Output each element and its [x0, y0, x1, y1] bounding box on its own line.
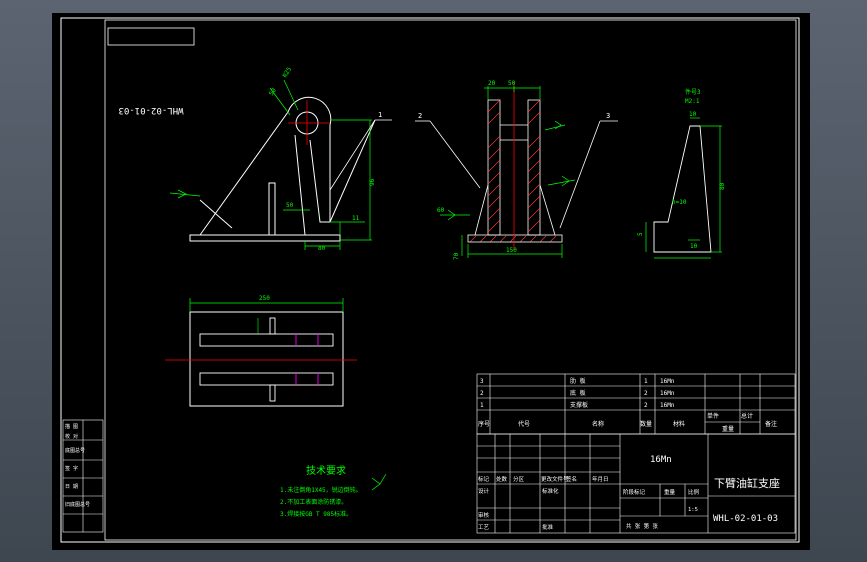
- tb-label-stage: 阶段标记: [623, 488, 646, 496]
- detail-dim-chamfer: 5: [637, 232, 644, 236]
- front-dim-offset: 50: [286, 202, 294, 209]
- detail-scale: M2:1: [685, 98, 700, 105]
- detail-view: 件号3 M2:1 10 80 10 h=10 5: [637, 88, 726, 259]
- bom-header-no: 序号: [478, 420, 490, 428]
- tb-label-process: 工艺: [478, 524, 490, 531]
- tb-label-date: 年月日: [592, 475, 609, 483]
- tb-label-design: 设计: [478, 487, 490, 495]
- bom-header-total: 总计: [741, 412, 753, 420]
- bom-row-2-no: 2: [480, 390, 484, 397]
- tb-scale: 1:5: [688, 507, 698, 513]
- tech-title: 技术要求: [306, 464, 346, 477]
- bom-header-qty: 数量: [640, 420, 652, 428]
- detail-dim-height: 80: [719, 182, 726, 190]
- front-dim-base: 80: [318, 245, 326, 252]
- tb-drawing-no: WHL-02-01-03: [713, 514, 778, 524]
- tech-line-2: 2.不加工表面涂防锈漆。: [280, 498, 347, 506]
- tb-label-review: 审核: [478, 511, 490, 519]
- bom-row-1-qty: 1: [644, 378, 648, 385]
- left-strip-label-3: 底图总号: [65, 447, 85, 454]
- front-view: [189, 96, 376, 242]
- callout-2-label: 2: [418, 112, 422, 120]
- drawing-sheet: [52, 13, 810, 550]
- callout-2: 2: [415, 112, 481, 189]
- callout-1: 1: [329, 111, 392, 191]
- technical-requirements: 技术要求 1.未注倒角1X45，锐边倒钝。 2.不加工表面涂防锈漆。 3.焊接按…: [280, 464, 387, 518]
- bom-header-remark: 备注: [765, 420, 777, 428]
- tb-label-zone: 分区: [513, 475, 525, 483]
- side-dim-weld: 60: [437, 207, 445, 214]
- left-strip: [62, 419, 104, 533]
- tb-label-approve: 批准: [542, 523, 554, 531]
- bom-row-2-qty: 2: [644, 390, 648, 397]
- left-strip-label-1: 描 图: [65, 423, 78, 430]
- plan-view: 250: [165, 295, 357, 407]
- bom-row-3-no: 1: [480, 402, 484, 409]
- bom-row-1-material: 16Mn: [660, 378, 675, 385]
- side-dim-base: 150: [506, 247, 517, 254]
- bom-header-unit: 单件: [707, 412, 719, 420]
- tb-label-standardize: 标准化: [542, 487, 559, 495]
- plan-slot-top: [199, 333, 334, 347]
- title-block: [476, 433, 796, 534]
- front-view-dimensions: [169, 79, 372, 250]
- tb-label-change: 更改文件号: [541, 475, 569, 483]
- tb-label-mark: 标记: [478, 475, 490, 483]
- detail-label: 件号3: [685, 88, 701, 96]
- detail-dim-top: 10: [689, 111, 697, 118]
- bom-header-name: 名称: [592, 420, 604, 428]
- inner-frame: [104, 19, 797, 541]
- front-dim-height: 96: [369, 178, 376, 186]
- detail-dim-weld: h=10: [672, 199, 687, 206]
- code-box: WHL-02-01-03: [107, 27, 195, 115]
- side-view: [467, 82, 563, 250]
- bom-row-1-no: 3: [480, 378, 484, 385]
- code-box-text: WHL-02-01-03: [118, 105, 183, 115]
- bom-header-weight: 重量: [722, 425, 734, 433]
- detail-dim-bottom: 10: [690, 243, 698, 250]
- outer-frame: [60, 17, 800, 543]
- side-view-dimensions: [440, 86, 576, 258]
- left-strip-label-6: 旧底图总号: [65, 501, 90, 508]
- side-dim-plate: 70: [453, 252, 460, 260]
- callout-1-label: 1: [378, 111, 382, 119]
- tb-sheets: 共 张 第 张: [626, 522, 658, 530]
- side-dim-right: 50: [508, 80, 516, 87]
- tb-label-count: 处数: [496, 475, 508, 483]
- bom-header-code: 代号: [518, 420, 530, 428]
- plan-dim-width: 250: [259, 295, 270, 302]
- tb-label-ratio: 比例: [688, 488, 700, 496]
- tech-line-3: 3.焊接按GB T 985标准。: [280, 510, 352, 518]
- bom-row-2-name: 底 板: [570, 389, 586, 397]
- plan-slot-bottom: [199, 372, 334, 386]
- tb-label-signature: 签名: [566, 475, 577, 483]
- front-dim-radius: R25: [282, 66, 294, 79]
- tb-label-weight: 重量: [664, 488, 676, 496]
- front-dim-rib: 11: [352, 215, 360, 222]
- tech-line-1: 1.未注倒角1X45，锐边倒钝。: [280, 486, 362, 494]
- bom-header-material: 材料: [673, 420, 685, 428]
- tb-material: 16Mn: [650, 455, 672, 465]
- tb-part-name: 下臂油缸支座: [714, 476, 780, 490]
- left-strip-label-4: 签 字: [65, 465, 78, 472]
- front-dim-hole: 50: [268, 87, 278, 97]
- callout-3: 3: [559, 112, 618, 229]
- bom-row-2-material: 16Mn: [660, 390, 675, 397]
- left-strip-label-2: 校 对: [65, 433, 78, 440]
- bom-row-3-qty: 2: [644, 402, 648, 409]
- callout-3-label: 3: [606, 112, 610, 120]
- bom-row-1-name: 肋 板: [570, 377, 586, 385]
- side-dim-left: 20: [488, 80, 496, 87]
- bom-row-3-material: 16Mn: [660, 402, 675, 409]
- bom-row-3-name: 支撑板: [570, 401, 588, 409]
- left-strip-label-5: 日 期: [65, 484, 78, 490]
